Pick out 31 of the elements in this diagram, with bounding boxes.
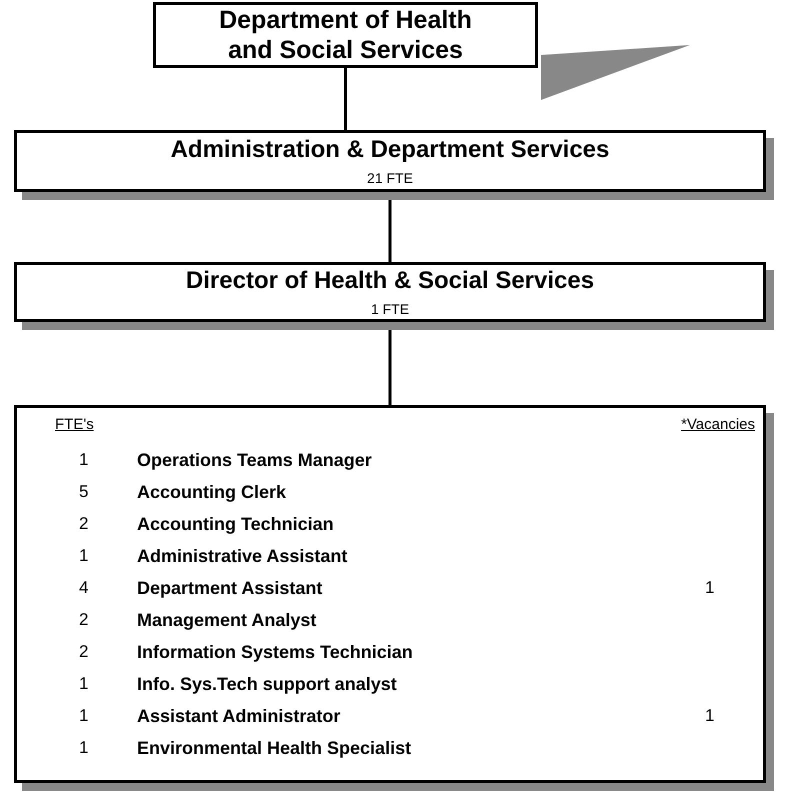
column-header: FTE's <box>55 416 94 433</box>
job-title: Accounting Clerk <box>137 482 286 503</box>
box-title: Administration & Department Services <box>170 136 610 164</box>
vacancy-number: 1 <box>705 706 714 726</box>
fte-number: 1 <box>79 450 88 470</box>
job-title: Accounting Technician <box>137 514 334 535</box>
job-title: Operations Teams Manager <box>137 450 372 471</box>
fte-number: 1 <box>79 706 88 726</box>
connector-line <box>344 68 347 130</box>
vacancy-number: 1 <box>705 578 714 598</box>
org-box <box>153 2 538 68</box>
fte-number: 4 <box>79 578 88 598</box>
job-title: Info. Sys.Tech support analyst <box>137 674 397 695</box>
fte-number: 5 <box>79 482 88 502</box>
fte-number: 1 <box>79 546 88 566</box>
job-title: Management Analyst <box>137 610 316 631</box>
fte-number: 2 <box>79 642 88 662</box>
job-title: Department Assistant <box>137 578 322 599</box>
job-title: Assistant Administrator <box>137 706 340 727</box>
fte-number: 1 <box>79 738 88 758</box>
job-title: Environmental Health Specialist <box>137 738 412 759</box>
fte-count: 1 FTE <box>370 301 410 318</box>
fte-number: 2 <box>79 610 88 630</box>
box-title: Department of Health and Social Services <box>218 5 473 65</box>
fte-number: 2 <box>79 514 88 534</box>
fte-count: 21 FTE <box>367 170 413 186</box>
job-title: Administrative Assistant <box>137 546 348 567</box>
fte-number: 1 <box>79 674 88 694</box>
box-title: Director of Health & Social Services <box>186 266 594 296</box>
job-title: Information Systems Technician <box>137 642 413 663</box>
column-header: *Vacancies <box>681 416 755 433</box>
